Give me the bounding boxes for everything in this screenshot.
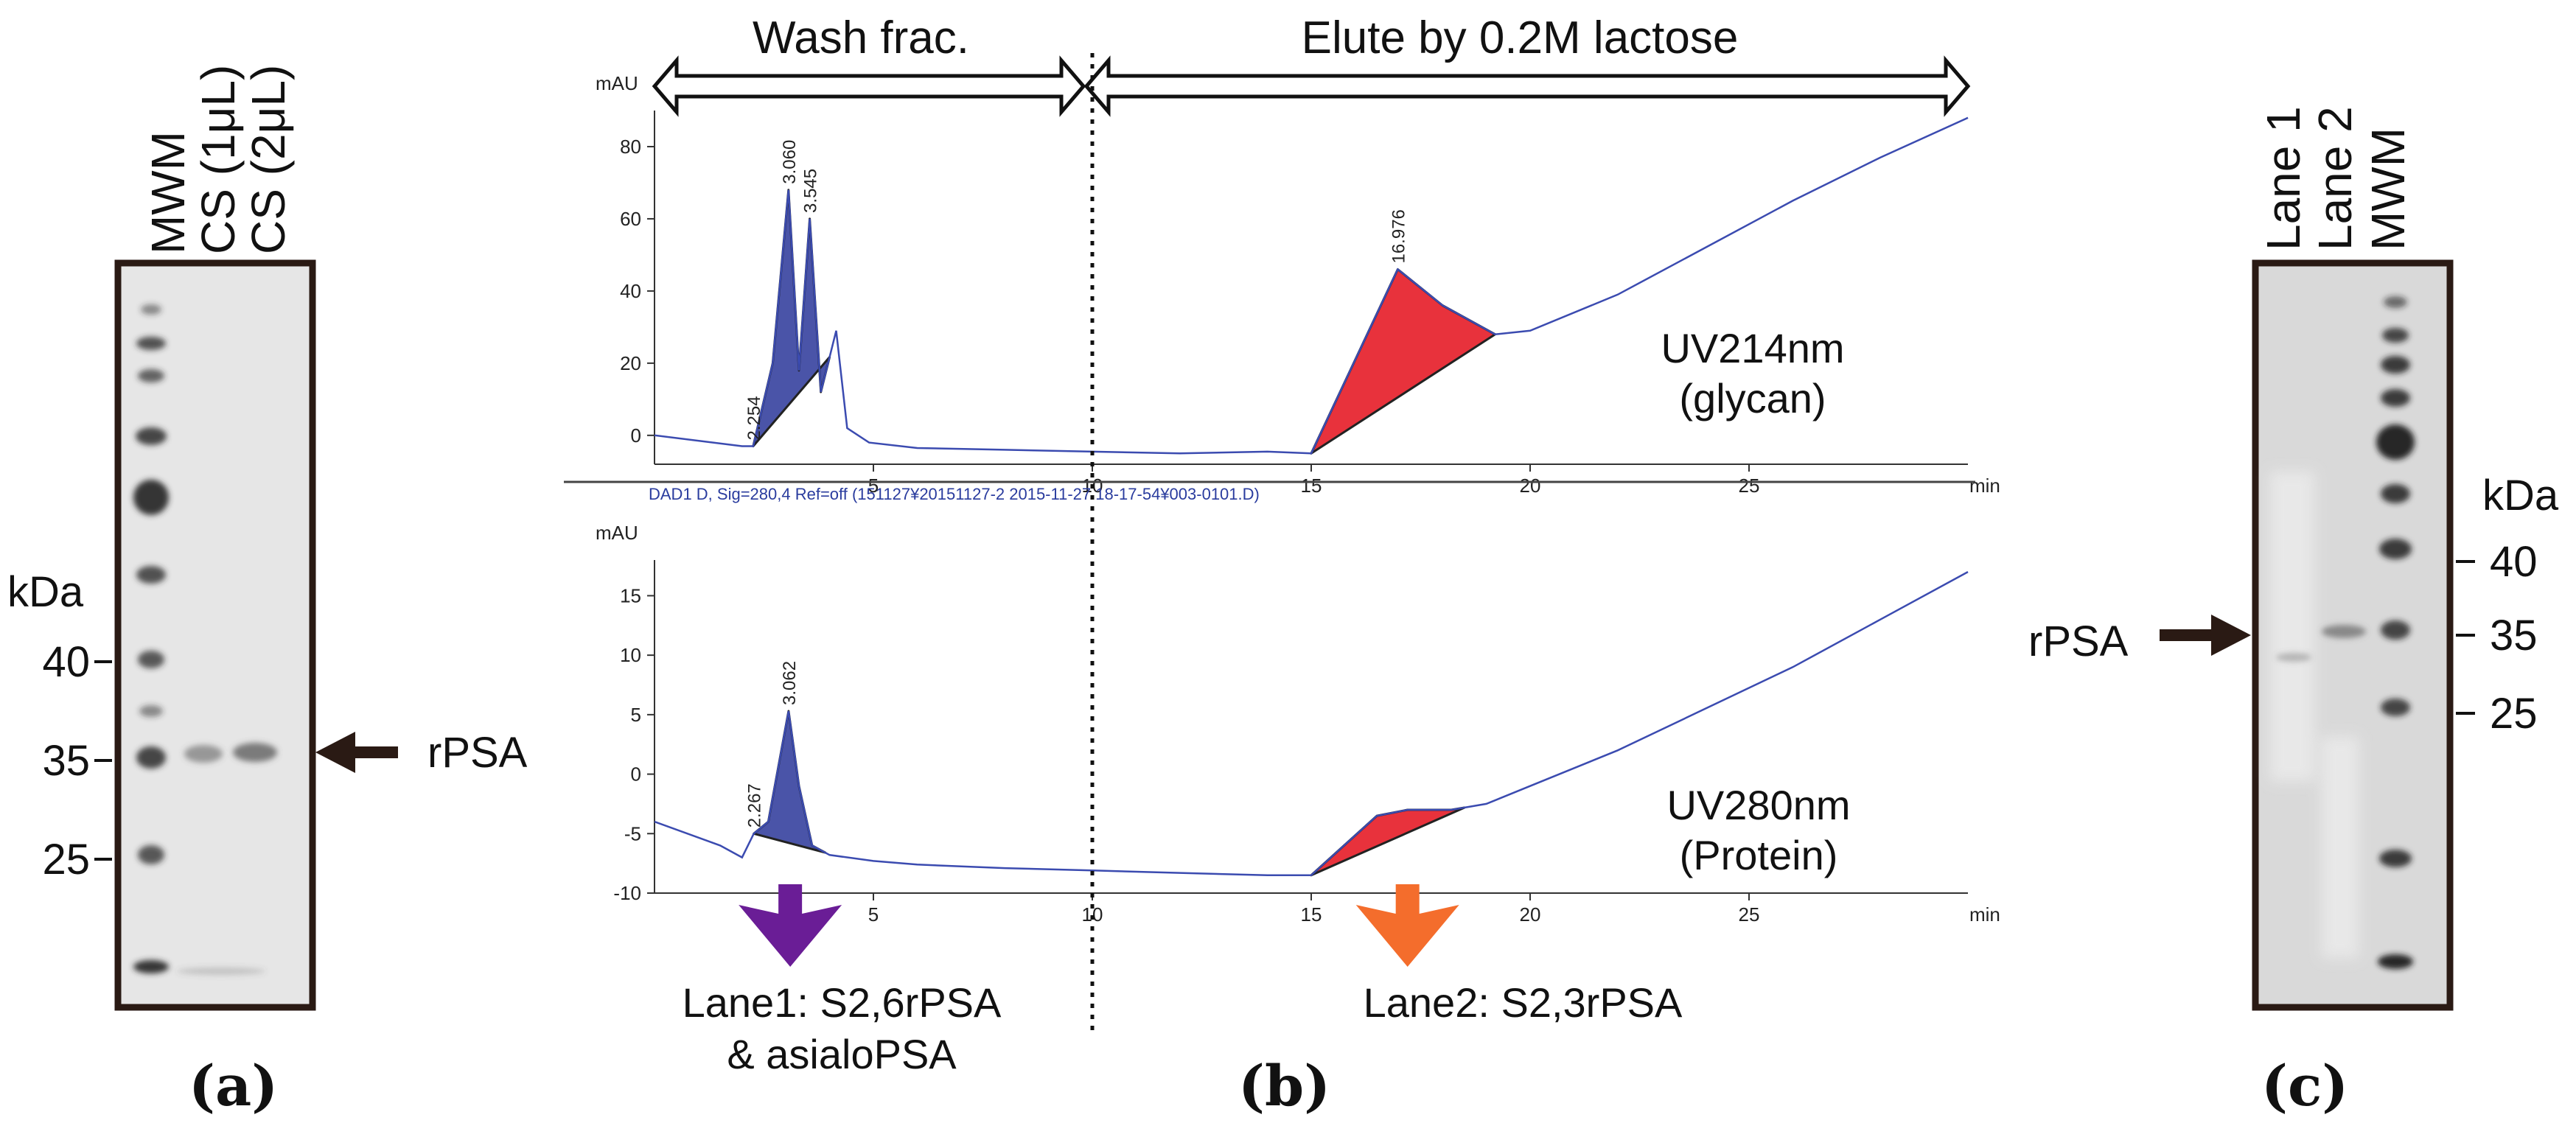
- lower-y-unit: mAU: [596, 522, 638, 544]
- upper-annotation-line1: UV214nm: [1661, 325, 1844, 371]
- upper-x-tick-label: 25: [1739, 475, 1760, 497]
- upper-y-unit: mAU: [596, 72, 638, 94]
- upper-annotation-line2: (glycan): [1679, 375, 1826, 421]
- upper-x-unit: min: [1969, 475, 2000, 497]
- gel-a-marker-35: 35: [42, 737, 90, 785]
- panel-label-a: (a): [189, 1053, 278, 1119]
- gel-c-marker-25: 25: [2490, 690, 2538, 738]
- lower-annotation-line2: (Protein): [1680, 832, 1838, 878]
- fraction-arrow-shaft: [778, 884, 803, 914]
- elution-label: Elute by 0.2M lactose: [1302, 13, 1739, 63]
- lane1-fraction-arrow: [739, 884, 842, 967]
- lower-trace-line: [654, 571, 1969, 877]
- wash-fraction-label: Wash frac.: [753, 13, 969, 63]
- upper-y-tick-label: 60: [620, 208, 641, 230]
- lower-peak-label: 3.062: [780, 661, 800, 705]
- gel-c-marker-35: 35: [2490, 612, 2538, 660]
- lower-x-tick-label: 15: [1301, 903, 1322, 926]
- upper-peak-label: 3.060: [780, 140, 800, 184]
- gel-a-marker-40: 40: [42, 638, 90, 686]
- lower-annotation-line1: UV280nm: [1666, 782, 1850, 828]
- gel-a-lane-label-cs1: CS (1μL): [192, 65, 245, 254]
- lower-shaded-peak: [1310, 806, 1466, 877]
- upper-peak-label: 16.976: [1389, 209, 1409, 263]
- upper-peak-label: 2.254: [744, 396, 764, 440]
- gel-c-rpsa-label: rPSA: [2028, 618, 2129, 665]
- gel-a-lane-label-mwm: MWM: [142, 131, 195, 254]
- panel-label-b: (b): [1238, 1053, 1330, 1119]
- lower-y-tick-label: 10: [620, 644, 641, 666]
- gel-a-rpsa-label: rPSA: [427, 729, 528, 777]
- lower-y-tick-label: 0: [631, 763, 641, 786]
- lower-y-tick-label: 5: [631, 704, 641, 726]
- wash-fraction-double-arrow: [652, 55, 1086, 117]
- dad-header-line: DAD1 D, Sig=280,4 Ref=off (151127¥201511…: [649, 485, 1260, 503]
- lower-y-tick-label: -5: [624, 822, 641, 844]
- gel-c-lane-label-mwm: MWM: [2362, 127, 2415, 251]
- upper-x-tick-label: 5: [868, 475, 879, 497]
- lane2-fraction-label-line1: Lane2: S2,3rPSA: [1364, 979, 1683, 1026]
- upper-y-tick-label: 40: [620, 280, 641, 302]
- gel-a-frame: [114, 259, 316, 1011]
- upper-y-tick-label: 80: [620, 136, 641, 158]
- gel-c-kda-label: kDa: [2482, 472, 2559, 519]
- panel-label-c: (c): [2261, 1053, 2348, 1119]
- elution-double-arrow: [1083, 55, 1971, 117]
- lower-peak-label: 2.267: [745, 783, 765, 828]
- lower-y-tick-label: -10: [613, 882, 641, 904]
- lower-x-unit: min: [1969, 903, 2000, 926]
- lower-x-tick-label: 25: [1739, 903, 1760, 926]
- gel-a-bands: [133, 304, 277, 975]
- lower-shaded-peak: [753, 710, 827, 854]
- gel-c-rpsa-arrow: [2160, 615, 2251, 656]
- upper-shaded-peak: [1310, 268, 1496, 455]
- upper-peak-label: 3.545: [801, 169, 821, 213]
- gel-a-kda-label: kDa: [7, 568, 84, 616]
- gel-c-lane-label-2: Lane 2: [2308, 106, 2362, 251]
- gel-c-bands: [2270, 296, 2415, 969]
- gel-a-lane-label-cs2: CS (2μL): [242, 65, 295, 254]
- lower-x-tick-label: 20: [1520, 903, 1541, 926]
- gel-a-rpsa-arrow: [315, 732, 398, 773]
- lower-x-tick-label: 5: [868, 903, 879, 926]
- fraction-arrow-head: [739, 905, 842, 967]
- fraction-arrow-shaft: [1395, 884, 1420, 914]
- upper-x-tick-label: 15: [1301, 475, 1322, 497]
- upper-trace-line: [654, 116, 1969, 455]
- upper-x-tick-label: 20: [1520, 475, 1541, 497]
- lane1-fraction-label-line2: & asialoPSA: [727, 1031, 957, 1077]
- gel-a-marker-25: 25: [42, 836, 90, 884]
- upper-chromatogram-uv214: mAU806040200510152025min2.2543.0603.5451…: [596, 72, 2000, 497]
- fraction-arrow-head: [1355, 905, 1459, 967]
- lower-y-tick-label: 15: [620, 584, 641, 606]
- lane1-fraction-label-line1: Lane1: S2,6rPSA: [683, 979, 1002, 1026]
- upper-y-tick-label: 20: [620, 352, 641, 374]
- lane2-fraction-arrow: [1355, 884, 1459, 967]
- upper-y-tick-label: 0: [631, 424, 641, 447]
- gel-c-marker-40: 40: [2490, 538, 2538, 586]
- gel-c-lane-label-1: Lane 1: [2257, 106, 2310, 251]
